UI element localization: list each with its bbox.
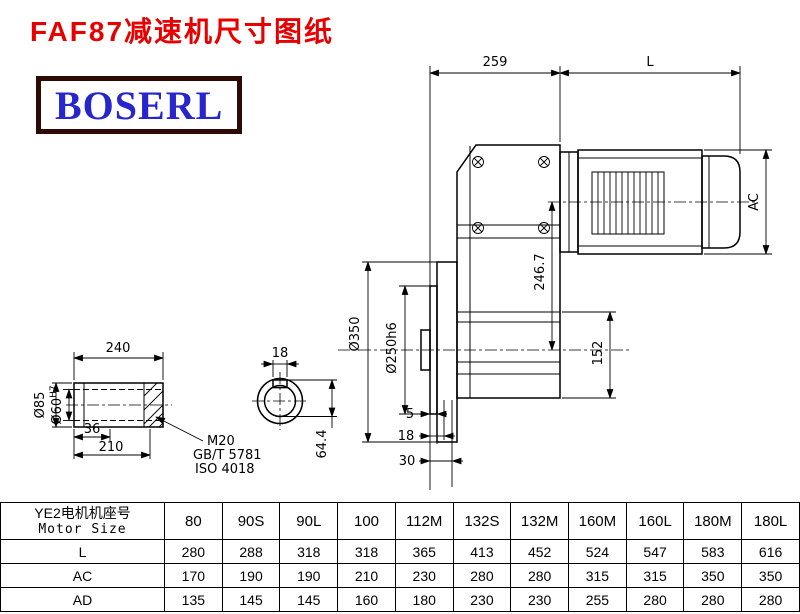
dim-value-cell: 524 (568, 539, 627, 564)
dim-value-cell: 280 (741, 587, 800, 612)
dim-keyway-18-label: 18 (272, 346, 289, 361)
dim-lower-height: 152 (562, 311, 616, 399)
dim-value-cell: 280 (452, 563, 512, 588)
size-header-cell: 132S (452, 502, 512, 540)
dim-240-label: 240 (106, 341, 131, 356)
dim-5-label: 5 (406, 407, 414, 422)
dim-value-cell: 180 (394, 587, 454, 612)
dim-L-label: L (646, 55, 654, 70)
row-label-cell: AC (0, 563, 165, 588)
dim-value-cell: 280 (510, 563, 570, 588)
size-header-cell: 112M (394, 502, 454, 540)
dim-value-cell: 145 (279, 587, 339, 612)
dim-value-cell: 413 (452, 539, 512, 564)
dim-value-cell: 583 (683, 539, 743, 564)
table-row-AC: AC 170 190 190 210 230 280 280 315 315 3… (0, 563, 800, 588)
bolt-icon (472, 156, 550, 234)
motor-fins (597, 172, 659, 234)
size-header-cell: 160L (625, 502, 685, 540)
dim-value-cell: 230 (452, 587, 512, 612)
dim-644-label: 64.4 (315, 430, 330, 459)
size-header-cell: 90S (221, 502, 281, 540)
dim-value-cell: 255 (568, 587, 627, 612)
dim-value-cell: 452 (510, 539, 570, 564)
shaft-section-view: 18 64.4 (252, 346, 337, 458)
dim-value-cell: 230 (394, 563, 454, 588)
dim-value-cell: 315 (625, 563, 685, 588)
dim-210-label: 210 (99, 440, 124, 455)
dim-value-cell: 280 (683, 587, 743, 612)
technical-drawing: 259 L AC 246.7 Ø350 Ø250h6 (33, 55, 772, 490)
dim-value-cell: 350 (741, 563, 800, 588)
row-label-cell: L (0, 539, 165, 564)
dim-value-cell: 280 (164, 539, 223, 564)
motor-size-header-en: Motor Size (38, 521, 127, 537)
standard-gb-label: GB/T 5781 (193, 448, 262, 463)
dim-36-label: 36 (84, 422, 101, 437)
page-title: FAF87减速机尺寸图纸 (30, 16, 335, 47)
dim-value-cell: 160 (337, 587, 396, 612)
dim-259-label: 259 (483, 55, 508, 70)
dim-85-label: Ø85 (33, 392, 48, 419)
table-header-row: YE2电机机座号 Motor Size 80 90S 90L 100 112M … (0, 502, 800, 540)
dim-value-cell: 318 (279, 539, 339, 564)
dim-value-cell: 350 (683, 563, 743, 588)
size-header-cell: 132M (510, 502, 570, 540)
gearbox-outline (420, 144, 561, 443)
dim-value-cell: 318 (337, 539, 396, 564)
dim-value-cell: 315 (568, 563, 627, 588)
thread-label: M20 (207, 434, 235, 449)
dim-motor-diameter: AC (704, 149, 772, 255)
dim-value-cell: 230 (510, 587, 570, 612)
dim-value-cell: 288 (221, 539, 281, 564)
dim-18-bottom-label: 18 (398, 429, 415, 444)
shaft-detail-view: 240 Ø85 Ø60H7 36 210 M20 GB/T 5781 ISO (33, 341, 262, 477)
motor-size-header-cn: YE2电机机座号 (34, 504, 131, 521)
standard-iso-label: ISO 4018 (195, 462, 255, 477)
size-header-cell: 180L (741, 502, 800, 540)
dim-axis-height: 246.7 (533, 201, 556, 351)
table-row-L: L 280 288 318 318 365 413 452 524 547 58… (0, 539, 800, 564)
dim-spigot: Ø250h6 (385, 285, 430, 415)
dim-350-label: Ø350 (348, 316, 363, 351)
dim-value-cell: 210 (337, 563, 396, 588)
dim-152-label: 152 (591, 341, 606, 366)
size-header-cell: 180M (683, 502, 743, 540)
size-header-cell: 90L (279, 502, 339, 540)
size-header-cell: 160M (568, 502, 627, 540)
dim-value-cell: 190 (221, 563, 281, 588)
dim-250-label: Ø250h6 (385, 322, 400, 374)
dim-value-cell: 170 (164, 563, 223, 588)
dim-value-cell: 145 (221, 587, 281, 612)
dim-30-label: 30 (399, 454, 416, 469)
dim-246-label: 246.7 (533, 253, 548, 290)
dim-value-cell: 616 (741, 539, 800, 564)
dim-AC-label: AC (747, 193, 762, 211)
dim-flange-steps: 5 18 30 (398, 400, 463, 487)
motor-size-header-cell: YE2电机机座号 Motor Size (0, 502, 165, 540)
dim-60H7-label: Ø60H7 (49, 385, 65, 424)
dim-value-cell: 547 (625, 539, 685, 564)
dim-value-cell: 190 (279, 563, 339, 588)
dim-top-width: 259 L (429, 55, 741, 154)
dim-value-cell: 365 (394, 539, 454, 564)
brand-logo: BOSERL (36, 76, 243, 134)
dim-flange-od: Ø350 (348, 261, 437, 443)
table-row-AD: AD 135 145 145 160 180 230 230 255 280 2… (0, 587, 800, 612)
brand-logo-text: BOSERL (55, 82, 224, 128)
dim-value-cell: 280 (625, 587, 685, 612)
dim-value-cell: 135 (164, 587, 223, 612)
motor-size-table: YE2电机机座号 Motor Size 80 90S 90L 100 112M … (0, 502, 800, 612)
row-label-cell: AD (0, 587, 165, 612)
size-header-cell: 100 (337, 502, 396, 540)
size-header-cell: 80 (164, 502, 223, 540)
